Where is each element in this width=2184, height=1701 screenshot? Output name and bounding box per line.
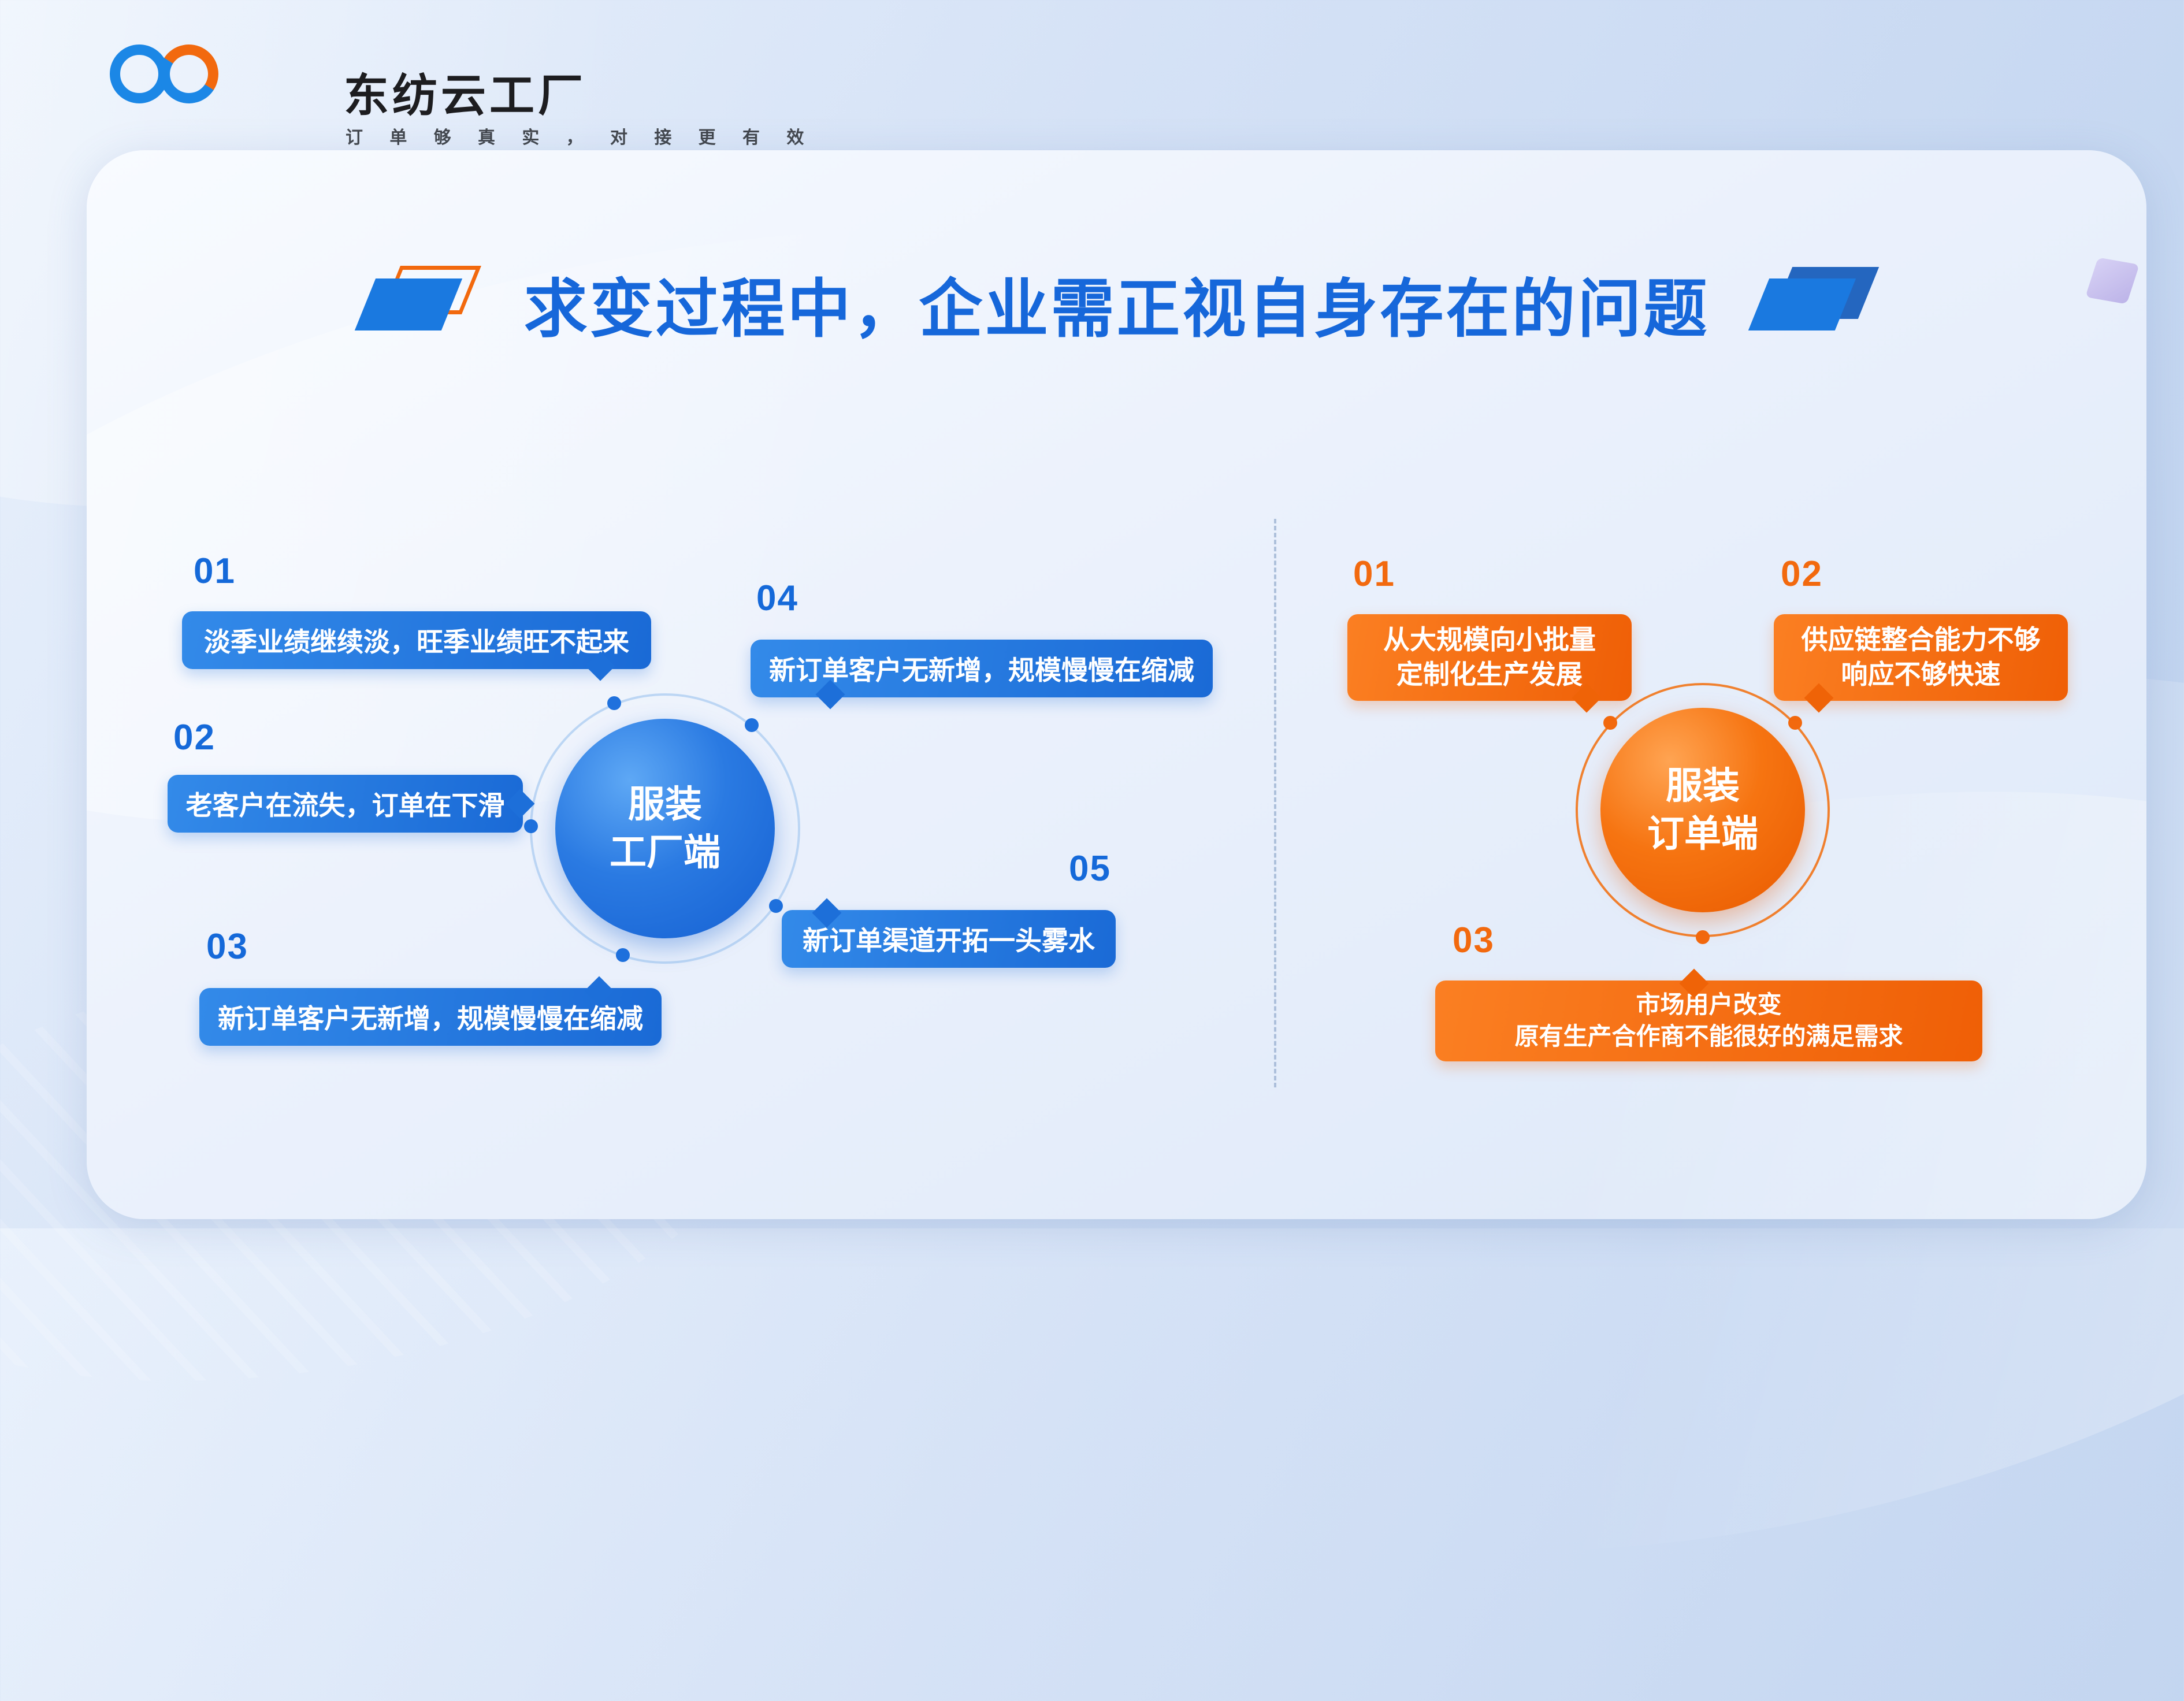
order-hub-label-line2: 订单端 [1647,813,1758,855]
factory-item-number: 03 [206,927,248,967]
connector-dot [1603,716,1617,730]
factory-item-number: 04 [756,578,798,618]
title-left-decoration-icon [354,266,481,335]
connector-dot [745,718,759,732]
factory-hub-label-line2: 工厂端 [610,831,720,873]
parallelogram-icon [1748,278,1856,330]
connector-dot [524,819,538,833]
order-item-number: 02 [1781,554,1823,594]
factory-item-text: 老客户在流失，订单在下滑 [185,790,505,820]
cloud-loop-right-icon [154,39,224,109]
order-item-text-line2: 原有生产合作商不能很好的满足需求 [1514,1023,1903,1050]
order-item-text-line1: 从大规模向小批量 [1383,625,1596,655]
factory-item-number: 05 [1069,849,1111,889]
connector-dot [616,948,630,962]
cloud-logo-icon [110,32,225,118]
connector-dot [769,899,783,913]
order-hub-label-line1: 服装 [1666,764,1740,807]
factory-item-number: 01 [194,551,236,591]
factory-item-bubble: 新订单客户无新增，规模慢慢在缩减 [751,640,1213,710]
order-item-text-line2: 响应不够快速 [1841,659,2001,689]
factory-item-text: 淡季业绩继续淡，旺季业绩旺不起来 [204,627,629,657]
factory-item-text: 新订单渠道开拓一头雾水 [803,926,1095,956]
order-item-number: 01 [1353,554,1395,594]
factory-hub: 服装 工厂端 [555,719,775,938]
factory-item-bubble: 新订单渠道开拓一头雾水 [782,898,1116,968]
factory-item-bubble: 老客户在流失，订单在下滑 [168,775,535,833]
parallelogram-icon [354,278,462,330]
factory-item-bubble: 淡季业绩继续淡，旺季业绩旺不起来 [182,611,651,681]
order-item-text-line1: 供应链整合能力不够 [1801,625,2041,655]
factory-item-text: 新订单客户无新增，规模慢慢在缩减 [218,1004,643,1034]
factory-item-bubble: 新订单客户无新增，规模慢慢在缩减 [199,976,662,1046]
order-item-number: 03 [1453,920,1495,960]
bubble-tail-icon [1804,683,1834,713]
content-card: 求变过程中，企业需正视自身存在的问题 01 淡季业绩继续淡，旺季业绩旺不起来 0… [87,150,2146,1219]
connector-dot [607,696,621,710]
title-right-decoration-icon [1748,267,1879,335]
connector-dot [1788,716,1802,730]
order-hub: 服装 订单端 [1600,708,1805,912]
brand-name: 东纺云工厂 [344,70,587,121]
order-item-bubble: 从大规模向小批量 定制化生产发展 [1347,614,1632,713]
page-title: 求变过程中，企业需正视自身存在的问题 [523,274,1710,345]
order-item-bubble: 市场用户改变 原有生产合作商不能很好的满足需求 [1435,968,1982,1061]
connector-dot [1696,930,1710,944]
order-item-text-line2: 定制化生产发展 [1396,659,1583,689]
section-divider [1274,519,1276,1087]
order-item-bubble: 供应链整合能力不够 响应不够快速 [1774,614,2068,713]
title-row: 求变过程中，企业需正视自身存在的问题 [87,243,2146,364]
order-item-text-line1: 市场用户改变 [1636,991,1782,1019]
factory-item-number: 02 [173,718,216,757]
factory-hub-label-line1: 服装 [628,783,702,825]
brand-tagline: 订 单 够 真 实 ， 对 接 更 有 效 [346,128,815,147]
